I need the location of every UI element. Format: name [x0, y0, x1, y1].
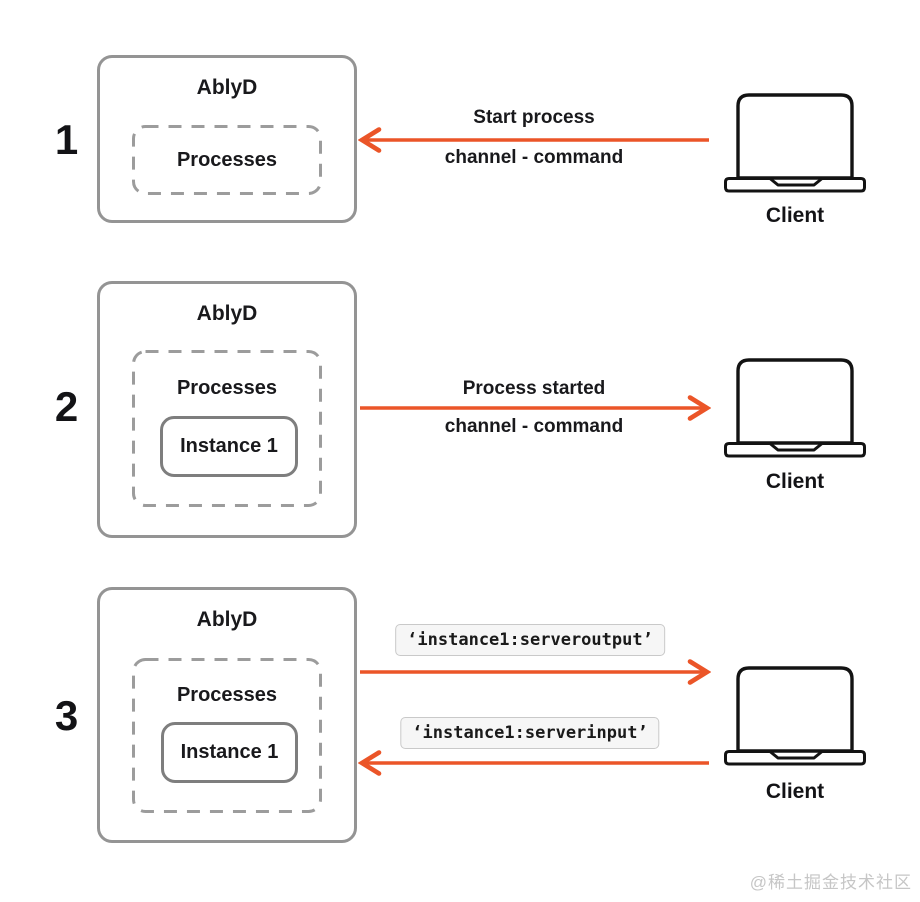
ablyd-label: AblyD — [196, 76, 258, 99]
instance-1-box: Instance 1 — [161, 722, 298, 783]
processes-box-step-2: Processes Instance 1 — [132, 350, 322, 507]
ablyd-label: AblyD — [196, 302, 258, 325]
client-label: Client — [765, 204, 825, 227]
processes-box-step-3: Processes Instance 1 — [132, 658, 322, 813]
processes-box-step-1: Processes — [132, 125, 322, 195]
ablyd-label: AblyD — [196, 608, 258, 631]
arrow-right-icon — [360, 395, 711, 421]
message-channel: channel - command — [444, 416, 624, 437]
laptop-icon — [724, 666, 866, 766]
message-channel: channel - command — [444, 147, 624, 168]
step-2-number: 2 — [54, 383, 78, 430]
processes-label: Processes — [176, 684, 278, 706]
message-title: Process started — [462, 378, 606, 399]
processes-label: Processes — [176, 149, 278, 171]
processes-label: Processes — [176, 377, 278, 399]
laptop-icon — [724, 358, 866, 458]
message-title: Start process — [473, 107, 595, 128]
client-label: Client — [765, 470, 825, 493]
laptop-icon — [724, 93, 866, 193]
arrow-left-icon — [358, 750, 709, 776]
ablyd-box-step-1: AblyD Processes — [97, 55, 357, 223]
step-1-number: 1 — [54, 116, 78, 163]
arrow-right-icon — [360, 659, 711, 685]
dashed-border-icon — [132, 658, 322, 813]
arrow-left-icon — [358, 127, 709, 153]
dashed-border-icon — [132, 350, 322, 507]
instance-1-box: Instance 1 — [160, 416, 298, 477]
dashed-border-icon — [132, 125, 322, 195]
step-3-number: 3 — [54, 692, 78, 739]
serverinput-channel-badge: ‘instance1:serverinput’ — [400, 717, 660, 749]
client-label: Client — [765, 780, 825, 803]
serveroutput-channel-badge: ‘instance1:serveroutput’ — [395, 624, 665, 656]
ablyd-box-step-3: AblyD Processes Instance 1 — [97, 587, 357, 843]
ablyd-box-step-2: AblyD Processes Instance 1 — [97, 281, 357, 538]
watermark: @稀土掘金技术社区 — [749, 873, 912, 892]
